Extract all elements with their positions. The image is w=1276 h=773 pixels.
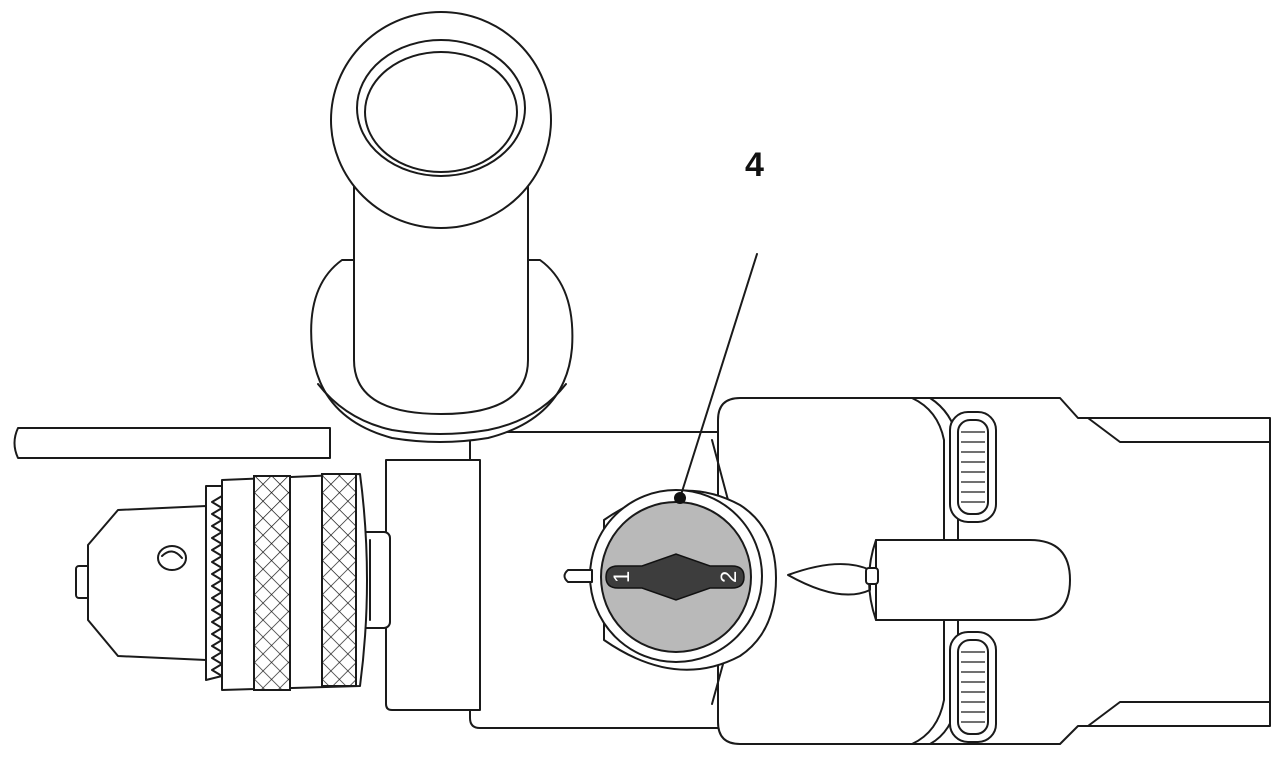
callout-number: 4 [745,146,764,184]
callout-leader-line [679,253,758,499]
drill-chuck [75,473,368,691]
dial-position-1-label: 1 [609,571,634,583]
lower-vent [949,631,997,743]
lamp-cylinder [787,539,1071,621]
upper-vent [949,411,997,523]
gear-selector-dial[interactable]: 1 2 [600,501,752,653]
depth-stop-rod [13,427,331,459]
callout-dot [674,492,686,504]
side-handle [310,11,574,443]
dial-position-2-label: 2 [716,571,741,583]
dial-pointer [563,569,593,583]
front-collar [359,459,481,711]
callout-4: 4 [674,146,764,504]
selector-lever[interactable] [605,553,745,601]
